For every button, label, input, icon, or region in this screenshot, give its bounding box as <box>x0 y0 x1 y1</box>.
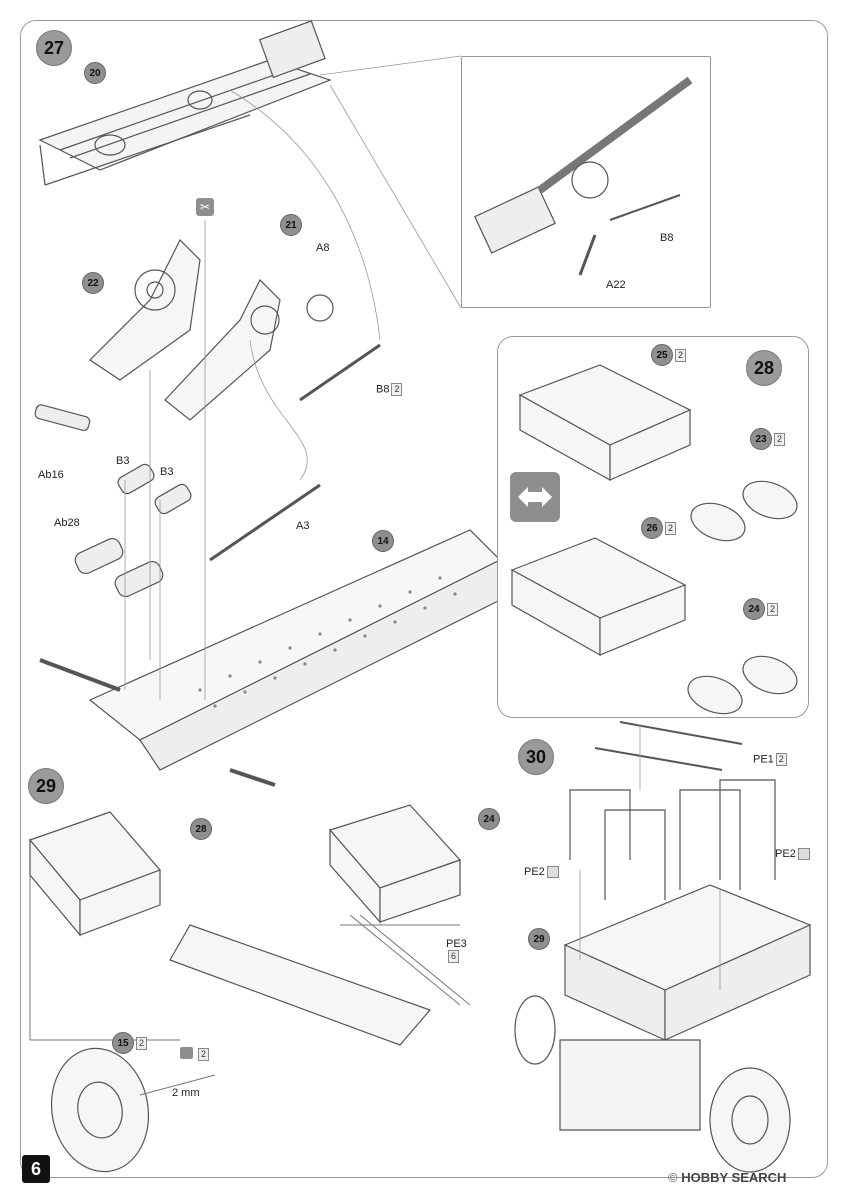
label-a22: A22 <box>606 279 626 291</box>
step-28-badge: 28 <box>746 350 782 386</box>
label-b3-second: B3 <box>160 466 174 478</box>
part-26-callout: 26 <box>641 517 663 539</box>
label-pe2-left: PE2 <box>524 866 559 879</box>
part-23-callout: 23 <box>750 428 772 450</box>
step-27-badge: 27 <box>36 30 72 66</box>
qty-26: 2 <box>665 522 677 535</box>
part-29-callout: 29 <box>528 928 550 950</box>
label-pe2-right-text: PE2 <box>775 848 796 860</box>
photo-etch-icon <box>797 848 810 861</box>
part-28-callout: 28 <box>190 818 212 840</box>
part-25-callout: 25 <box>651 344 673 366</box>
label-ab28: Ab28 <box>54 517 80 529</box>
part-22-callout: 22 <box>82 272 104 294</box>
label-pe2-left-text: PE2 <box>524 866 545 878</box>
watermark-brand: HOBBY SEARCH <box>681 1170 787 1185</box>
part-21-callout: 21 <box>280 214 302 236</box>
page-frame <box>20 20 828 1178</box>
label-2mm: 2 mm <box>172 1087 200 1099</box>
swap-arrows-icon <box>510 472 560 522</box>
label-b8-detail: B8 <box>660 232 674 244</box>
part-24-callout: 24 <box>743 598 765 620</box>
glue-icon <box>180 1047 193 1059</box>
label-b3-first: B3 <box>116 455 130 467</box>
qty-b8: 2 <box>391 383 403 396</box>
part-14-callout: 14 <box>372 530 394 552</box>
qty-24: 2 <box>767 603 779 616</box>
qty-glue: 2 <box>198 1048 210 1061</box>
part-24-callout-step29: 24 <box>478 808 500 830</box>
step-29-badge: 29 <box>28 768 64 804</box>
watermark-prefix: © <box>668 1170 678 1185</box>
cut-icon: ✂ <box>196 198 214 216</box>
part-15-callout: 15 <box>112 1032 134 1054</box>
qty-15: 2 <box>136 1037 148 1050</box>
photo-etch-icon <box>546 866 559 879</box>
label-a8: A8 <box>316 242 330 254</box>
qty-23: 2 <box>774 433 786 446</box>
label-pe2-right: PE2 <box>775 848 810 861</box>
part-20-callout: 20 <box>84 62 106 84</box>
page-number: 6 <box>22 1155 50 1183</box>
watermark: © HOBBY SEARCH <box>668 1170 786 1185</box>
step-30-badge: 30 <box>518 739 554 775</box>
label-pe3-text: PE3 <box>446 938 467 950</box>
label-ab16: Ab16 <box>38 469 64 481</box>
label-pe1-text: PE1 <box>753 753 774 766</box>
qty-pe3: 6 <box>448 950 460 963</box>
label-a3: A3 <box>296 520 310 532</box>
label-b8-text: B8 <box>376 383 390 396</box>
qty-25: 2 <box>675 349 687 362</box>
qty-pe1: 2 <box>775 753 787 766</box>
